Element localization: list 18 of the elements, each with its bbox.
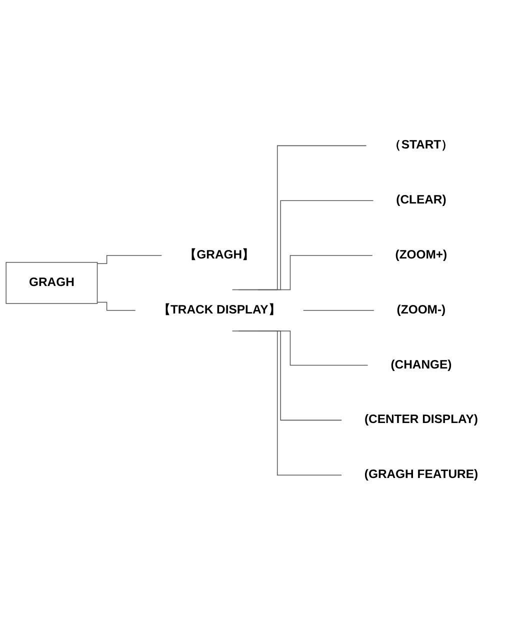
connector (303, 310, 374, 311)
connector (96, 302, 136, 311)
tree-diagram: GRAGH 【GRAGH】 【TRACK DISPLAY】 （START） (CLEAR) (ZOOM+) (ZOOM-) (CHANGE) (CENTER DISPLAY) (GRAGH FEATURE) (0, 119, 507, 502)
connector (238, 200, 374, 290)
node-text: (ZOOM-) (396, 304, 446, 317)
connector (232, 330, 342, 476)
node-text: (CLEAR) (396, 194, 446, 207)
node-text: (GRAGH FEATURE) (364, 468, 478, 482)
node-box (6, 262, 98, 304)
node-text: (ZOOM+) (395, 248, 448, 262)
connector (96, 255, 162, 264)
node-text: （START） (389, 138, 454, 152)
node-text: (CHANGE) (390, 358, 452, 372)
connector (258, 255, 373, 290)
node-text: 【TRACK DISPLAY】 (158, 304, 281, 317)
node-text: 【GRAGH】 (184, 248, 254, 262)
connector (232, 145, 367, 290)
node-text: (CENTER DISPLAY) (364, 413, 478, 426)
